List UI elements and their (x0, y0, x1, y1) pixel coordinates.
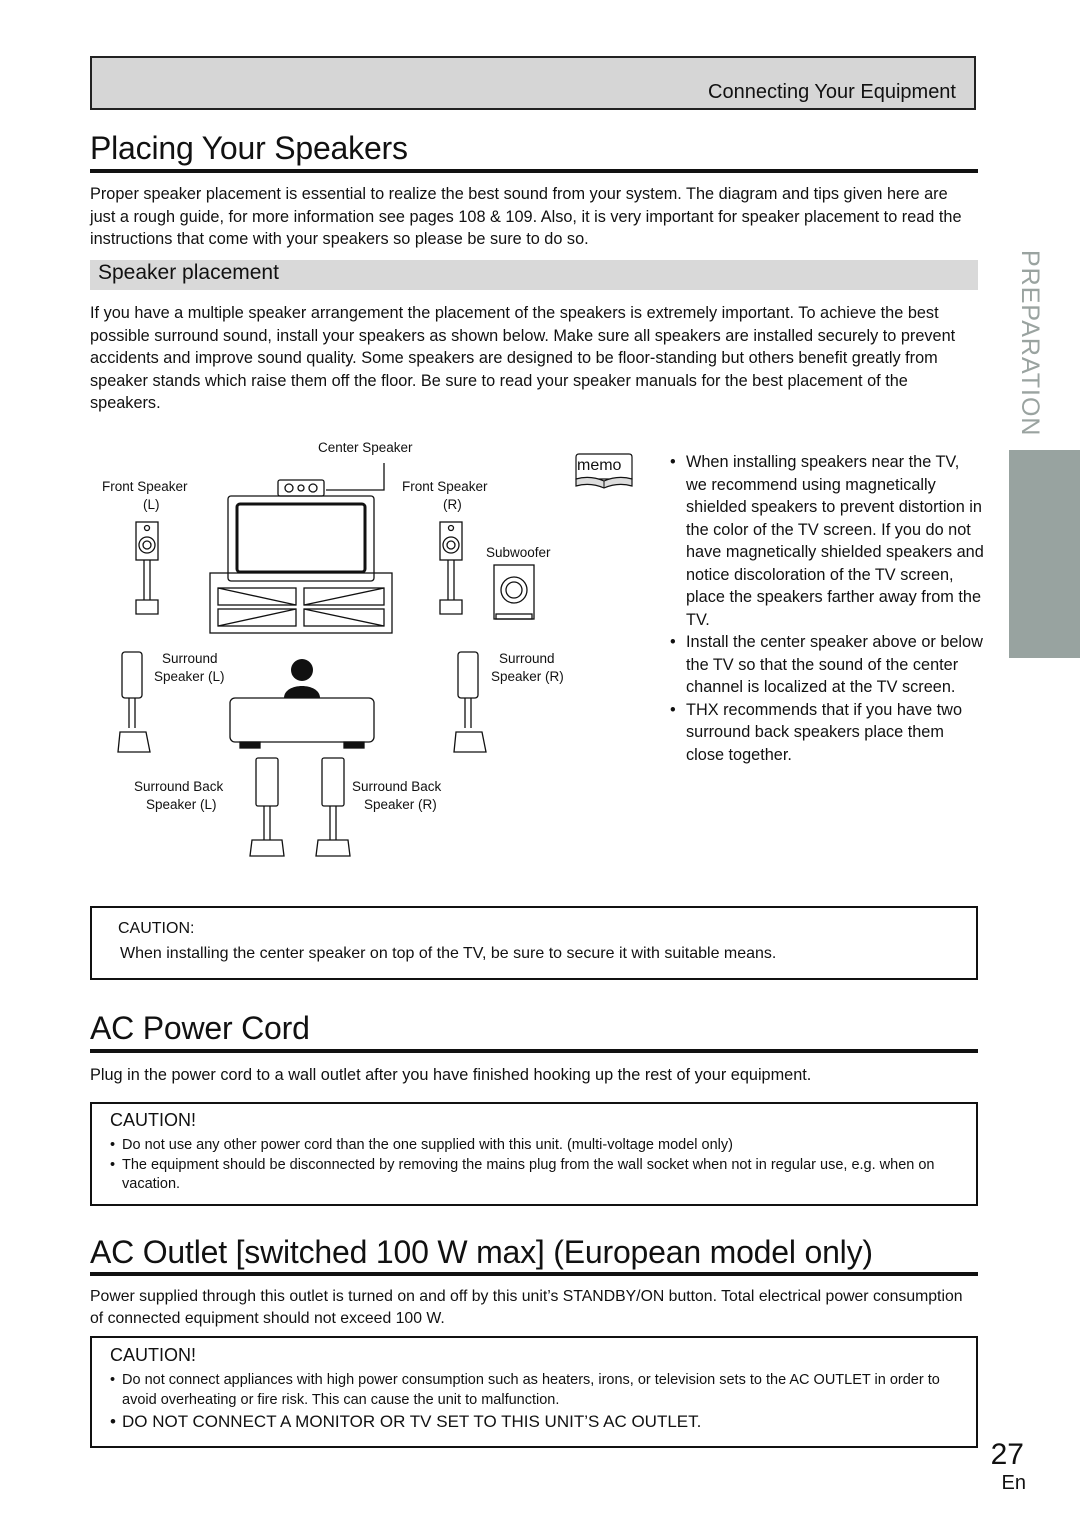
page-number: 27 (990, 1438, 1024, 1471)
caution-title: CAUTION! (110, 1110, 197, 1130)
label-front-right-2: (R) (443, 497, 462, 512)
caution-box-power-cord: CAUTION! Do not use any other power cord… (90, 1102, 978, 1206)
label-surround-right-1: Surround (499, 651, 555, 666)
front-speaker-left-icon (135, 521, 159, 561)
heading-rule (90, 1272, 978, 1276)
label-front-left-1: Front Speaker (102, 479, 188, 494)
section-header-title: Connecting Your Equipment (708, 81, 956, 103)
surround-speaker-left-icon (121, 651, 143, 699)
heading-placing-speakers: Placing Your Speakers (90, 130, 408, 166)
ac-outlet-text: Power supplied through this outlet is tu… (90, 1288, 963, 1327)
speaker-placement-body: If you have a multiple speaker arrangeme… (90, 304, 956, 412)
label-front-right-1: Front Speaker (402, 479, 488, 494)
tv-rack-icon (209, 572, 393, 634)
label-surround-left-2: Speaker (L) (154, 669, 225, 684)
caution-box-ac-outlet: CAUTION! Do not connect appliances with … (90, 1336, 978, 1448)
memo-tip: When installing speakers near the TV, we… (664, 451, 984, 631)
surround-back-speaker-right-icon (321, 757, 345, 807)
memo-tips: When installing speakers near the TV, we… (664, 451, 984, 766)
caution-box-center-speaker: CAUTION: When installing the center spea… (90, 906, 978, 980)
caution-text: When installing the center speaker on to… (120, 945, 777, 962)
subheading-speaker-placement: Speaker placement (90, 260, 978, 290)
label-center-speaker: Center Speaker (318, 440, 413, 455)
label-back-right-2: Speaker (R) (364, 797, 437, 812)
memo-tip: Install the center speaker above or belo… (664, 631, 984, 699)
front-speaker-right-icon (439, 521, 463, 561)
listener-body-icon (284, 686, 320, 698)
caution-title: CAUTION! (110, 1345, 197, 1365)
memo-icon: memo (573, 452, 635, 492)
label-back-left-1: Surround Back (134, 779, 224, 794)
heading-rule (90, 169, 978, 173)
surround-back-speaker-left-icon (255, 757, 279, 807)
label-front-left-2: (L) (143, 497, 160, 512)
label-back-left-2: Speaker (L) (146, 797, 217, 812)
label-surround-right-2: Speaker (R) (491, 669, 564, 684)
heading-rule (90, 1049, 978, 1053)
caution-item: Do not connect appliances with high powe… (108, 1371, 958, 1410)
memo-label: memo (577, 457, 622, 474)
subwoofer-icon (493, 564, 535, 620)
caution-item: Do not use any other power cord than the… (108, 1136, 958, 1156)
caution-item-emphasis: DO NOT CONNECT A MONITOR OR TV SET TO TH… (108, 1410, 958, 1434)
label-surround-left-1: Surround (162, 651, 218, 666)
side-tab-marker (1009, 450, 1080, 658)
speakers-intro: Proper speaker placement is essential to… (90, 185, 962, 248)
caution-title: CAUTION: (118, 920, 195, 937)
section-header-band: Connecting Your Equipment (90, 56, 976, 110)
label-back-right-1: Surround Back (352, 779, 442, 794)
sofa-icon (229, 697, 375, 743)
tv-icon (227, 495, 375, 582)
page-language: En (1001, 1472, 1026, 1494)
heading-ac-power-cord: AC Power Cord (90, 1010, 310, 1046)
speaker-placement-diagram: Center Speaker Front Speaker (L) Front S… (90, 430, 650, 870)
label-subwoofer: Subwoofer (486, 545, 551, 560)
ac-cord-text: Plug in the power cord to a wall outlet … (90, 1066, 812, 1084)
caution-item: The equipment should be disconnected by … (108, 1156, 958, 1195)
speaker-layout-figure (117, 463, 535, 857)
memo-tip: THX recommends that if you have two surr… (664, 699, 984, 767)
surround-speaker-right-icon (457, 651, 479, 699)
heading-ac-outlet: AC Outlet [switched 100 W max] (European… (90, 1234, 873, 1270)
listener-head-icon (291, 659, 313, 681)
